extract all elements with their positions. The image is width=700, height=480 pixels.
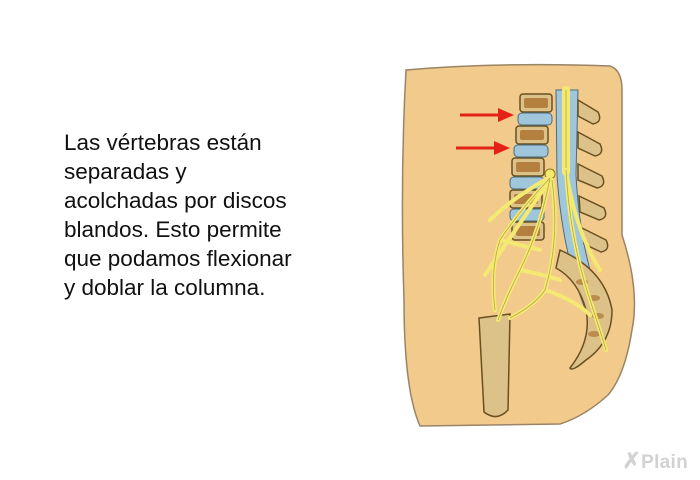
arrow-icon [456,141,510,155]
x-plain-logo-icon: ✗ [622,448,642,473]
brand-logo-text: Plain [641,452,688,473]
caption-text: Las vértebras están separadas y acolchad… [64,128,364,302]
nerve-branch-outlines [492,169,607,351]
caption-line: blandos. Esto permite [64,217,282,242]
caption-line: separadas y [64,159,187,184]
brand-logo: ✗Plain [622,448,688,474]
sacrum [555,248,613,370]
lumbar-spine-illustration [401,63,636,427]
vertebrae [509,93,553,241]
caption-line: acolchadas por discos [64,188,287,213]
intervertebral-disc [513,144,549,158]
caption-line: y doblar la columna. [64,275,266,300]
intervertebral-disc [517,112,553,126]
disc-pointer-arrows [456,108,514,155]
arrow-icon [460,108,514,122]
caption-line: que podamos flexionar [64,246,292,271]
femur [478,313,511,418]
caption-line: Las vértebras están [64,130,262,155]
